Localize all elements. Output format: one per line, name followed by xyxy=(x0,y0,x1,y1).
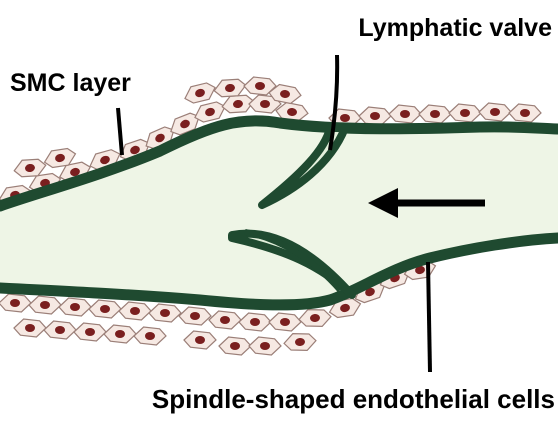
smc-cell xyxy=(509,104,541,122)
smc-cell xyxy=(209,311,241,329)
smc-nucleus xyxy=(280,318,290,326)
smc-cell xyxy=(14,319,46,337)
smc-cell xyxy=(44,321,76,339)
smc-nucleus xyxy=(520,109,530,117)
smc-nucleus xyxy=(255,82,265,90)
smc-cell xyxy=(283,332,316,353)
smc-cell xyxy=(249,337,281,355)
smc-cell xyxy=(89,300,121,318)
smc-nucleus xyxy=(430,110,440,118)
smc-cell xyxy=(179,307,211,325)
smc-nucleus xyxy=(115,330,125,338)
label-endothelial-cells: Spindle-shaped endothelial cells xyxy=(152,384,555,414)
smc-cell xyxy=(74,323,106,341)
smc-nucleus xyxy=(340,114,350,122)
smc-cell xyxy=(29,296,61,314)
smc-nucleus xyxy=(260,100,270,108)
smc-nucleus xyxy=(70,303,80,311)
smc-nucleus xyxy=(25,324,35,332)
smc-nucleus xyxy=(160,309,170,317)
smc-nucleus xyxy=(195,336,205,344)
smc-cell xyxy=(269,313,301,331)
smc-nucleus xyxy=(190,312,200,320)
vessel-lumen xyxy=(0,120,558,305)
smc-cell xyxy=(149,304,181,322)
smc-cell xyxy=(219,337,251,355)
smc-cell xyxy=(104,325,136,343)
smc-cell xyxy=(0,294,31,312)
smc-nucleus xyxy=(40,301,50,309)
smc-nucleus xyxy=(400,110,410,118)
pointer-endothelial-cells xyxy=(428,262,430,372)
smc-nucleus xyxy=(490,108,500,116)
smc-nucleus xyxy=(55,326,65,334)
smc-nucleus xyxy=(145,332,155,340)
label-lymphatic-valve: Lymphatic valve xyxy=(358,14,552,42)
smc-cell xyxy=(479,103,511,121)
label-smc-layer: SMC layer xyxy=(10,69,131,97)
smc-nucleus xyxy=(10,299,20,307)
smc-nucleus xyxy=(230,342,240,350)
smc-cell xyxy=(419,105,451,123)
smc-nucleus xyxy=(370,112,380,120)
smc-nucleus xyxy=(460,109,470,117)
pointer-smc-layer xyxy=(118,108,122,155)
smc-nucleus xyxy=(250,318,260,326)
smc-cell xyxy=(184,331,216,349)
smc-nucleus xyxy=(260,342,270,350)
smc-cell xyxy=(359,107,391,125)
smc-cell xyxy=(59,298,91,316)
smc-nucleus xyxy=(85,328,95,336)
smc-cell xyxy=(134,327,166,345)
smc-nucleus xyxy=(100,305,110,313)
smc-cell xyxy=(389,105,421,123)
smc-nucleus xyxy=(130,307,140,315)
smc-cell xyxy=(449,104,481,122)
smc-cell xyxy=(119,302,151,320)
smc-nucleus xyxy=(220,316,230,324)
smc-cell xyxy=(298,308,331,329)
smc-cell xyxy=(239,313,271,331)
